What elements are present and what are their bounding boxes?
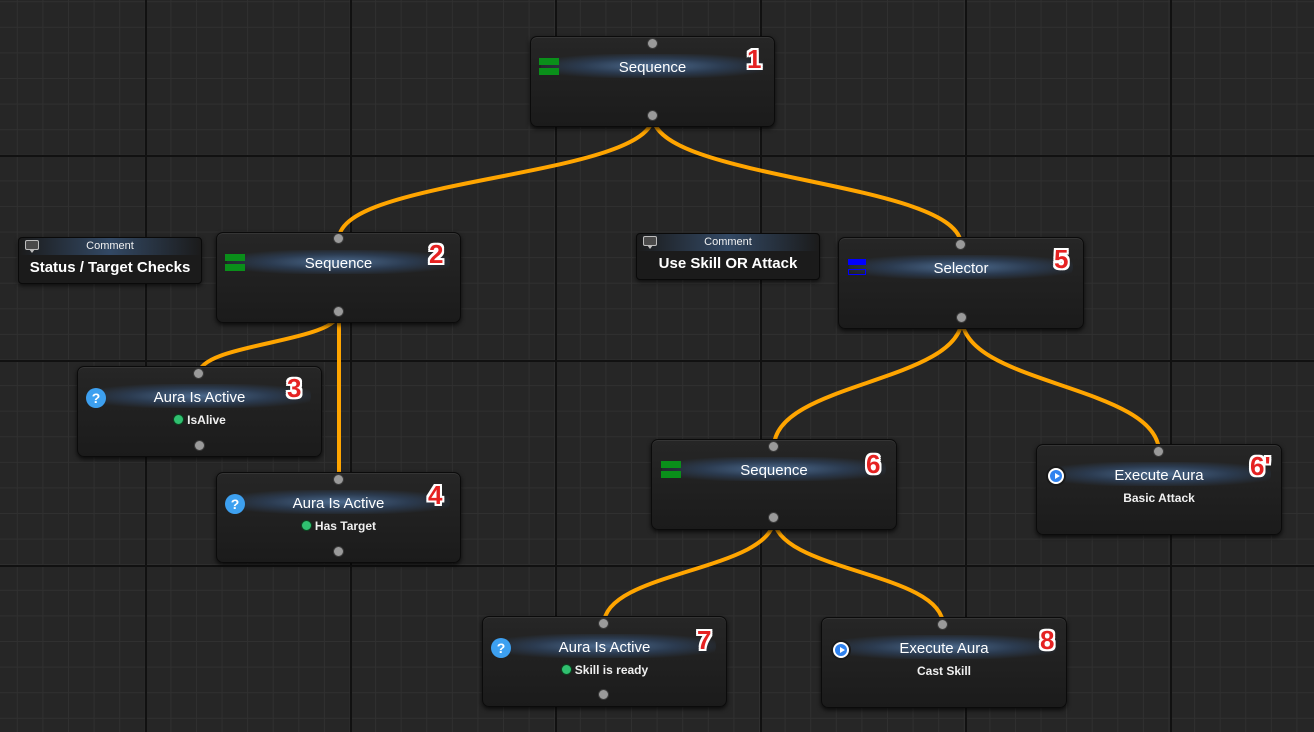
output-pin[interactable]: [333, 546, 344, 557]
node-subtitle: Has Target: [217, 519, 460, 533]
wire-n5-n6b: [960, 316, 1161, 454]
node-title: Sequence: [304, 255, 373, 272]
node-title: Aura Is Active: [558, 639, 651, 656]
condition-dot-icon: [560, 664, 572, 675]
output-pin[interactable]: [768, 512, 779, 523]
node-header: [227, 490, 450, 514]
node-header: [88, 384, 311, 408]
input-pin[interactable]: [333, 233, 344, 244]
comment-use-skill-or-attack[interactable]: Comment Use Skill OR Attack: [636, 233, 820, 280]
wire-n1-n2: [337, 114, 655, 241]
node-header: [493, 634, 716, 658]
node-title: Execute Aura: [1114, 467, 1204, 484]
sequence-icon: [539, 58, 559, 75]
node-badge: 4: [428, 480, 443, 510]
comment-status-target-checks[interactable]: Comment Status / Target Checks: [18, 237, 202, 284]
node-title: Sequence: [618, 59, 687, 76]
node-subtitle-text: IsAlive: [187, 413, 226, 427]
input-pin[interactable]: [647, 38, 658, 49]
comment-icon: [25, 240, 39, 253]
node-badge: 8: [1040, 625, 1055, 655]
node-badge: 5: [1054, 244, 1069, 274]
output-pin[interactable]: [194, 440, 205, 451]
wire-n1-n5: [651, 114, 963, 247]
node-subtitle-text: Has Target: [314, 519, 377, 533]
input-pin[interactable]: [1153, 446, 1164, 457]
output-pin[interactable]: [956, 312, 967, 323]
node-subtitle: Cast Skill: [822, 664, 1066, 678]
node-subtitle-text: Basic Attack: [1123, 491, 1195, 505]
comment-label: Comment: [704, 236, 752, 248]
node-header: [832, 635, 1056, 659]
input-pin[interactable]: [768, 441, 779, 452]
node-badge: 6': [1250, 451, 1271, 481]
output-pin[interactable]: [598, 689, 609, 700]
node-subtitle: IsAlive: [78, 413, 321, 427]
comment-icon: [643, 236, 657, 249]
input-pin[interactable]: [937, 619, 948, 630]
node-badge: 6: [866, 449, 881, 479]
task-play-icon: [1046, 466, 1066, 486]
node-header: [1047, 462, 1271, 486]
node-header: [227, 250, 450, 274]
decorator-question-icon: ?: [225, 494, 245, 514]
node-badge: 2: [429, 239, 444, 269]
node-header: [849, 255, 1073, 279]
node-title: Execute Aura: [899, 640, 989, 657]
node-badge: 7: [697, 625, 712, 655]
condition-dot-icon: [173, 414, 185, 425]
decorator-question-icon: ?: [86, 388, 106, 408]
wire-n6-n7: [602, 516, 776, 626]
node-badge: 3: [287, 373, 302, 403]
node-header: [541, 54, 764, 78]
input-pin[interactable]: [333, 474, 344, 485]
node-execute-aura-cast-skill[interactable]: Execute Aura Cast Skill 8: [821, 617, 1067, 708]
selector-icon: [848, 259, 868, 277]
node-title: Aura Is Active: [292, 495, 385, 512]
node-title: Aura Is Active: [153, 389, 246, 406]
node-sequence-root[interactable]: Sequence 1: [530, 36, 775, 127]
comment-text: Status / Target Checks: [29, 259, 191, 276]
comment-header: [19, 238, 201, 255]
condition-dot-icon: [300, 520, 312, 531]
input-pin[interactable]: [955, 239, 966, 250]
comment-header: [637, 234, 819, 251]
node-title: Sequence: [740, 462, 808, 479]
node-subtitle-text: Cast Skill: [916, 664, 972, 678]
node-subtitle: Skill is ready: [483, 663, 726, 677]
sequence-icon: [225, 254, 245, 271]
wire-n6-n8: [772, 516, 945, 627]
comment-text: Use Skill OR Attack: [658, 255, 798, 272]
node-aura-is-active-has-target[interactable]: ? Aura Is Active Has Target 4: [216, 472, 461, 563]
input-pin[interactable]: [598, 618, 609, 629]
node-subtitle: Basic Attack: [1037, 491, 1281, 505]
output-pin[interactable]: [647, 110, 658, 121]
node-execute-aura-basic-attack[interactable]: Execute Aura Basic Attack 6': [1036, 444, 1282, 535]
node-subtitle-text: Skill is ready: [574, 663, 649, 677]
decorator-question-icon: ?: [491, 638, 511, 658]
sequence-icon: [661, 461, 681, 478]
node-badge: 1: [747, 44, 762, 74]
comment-label: Comment: [86, 240, 134, 252]
wire-n5-n6: [772, 316, 964, 449]
node-title: Selector: [933, 260, 989, 277]
task-play-icon: [831, 640, 851, 660]
output-pin[interactable]: [333, 306, 344, 317]
node-header: [662, 457, 886, 481]
input-pin[interactable]: [193, 368, 204, 379]
